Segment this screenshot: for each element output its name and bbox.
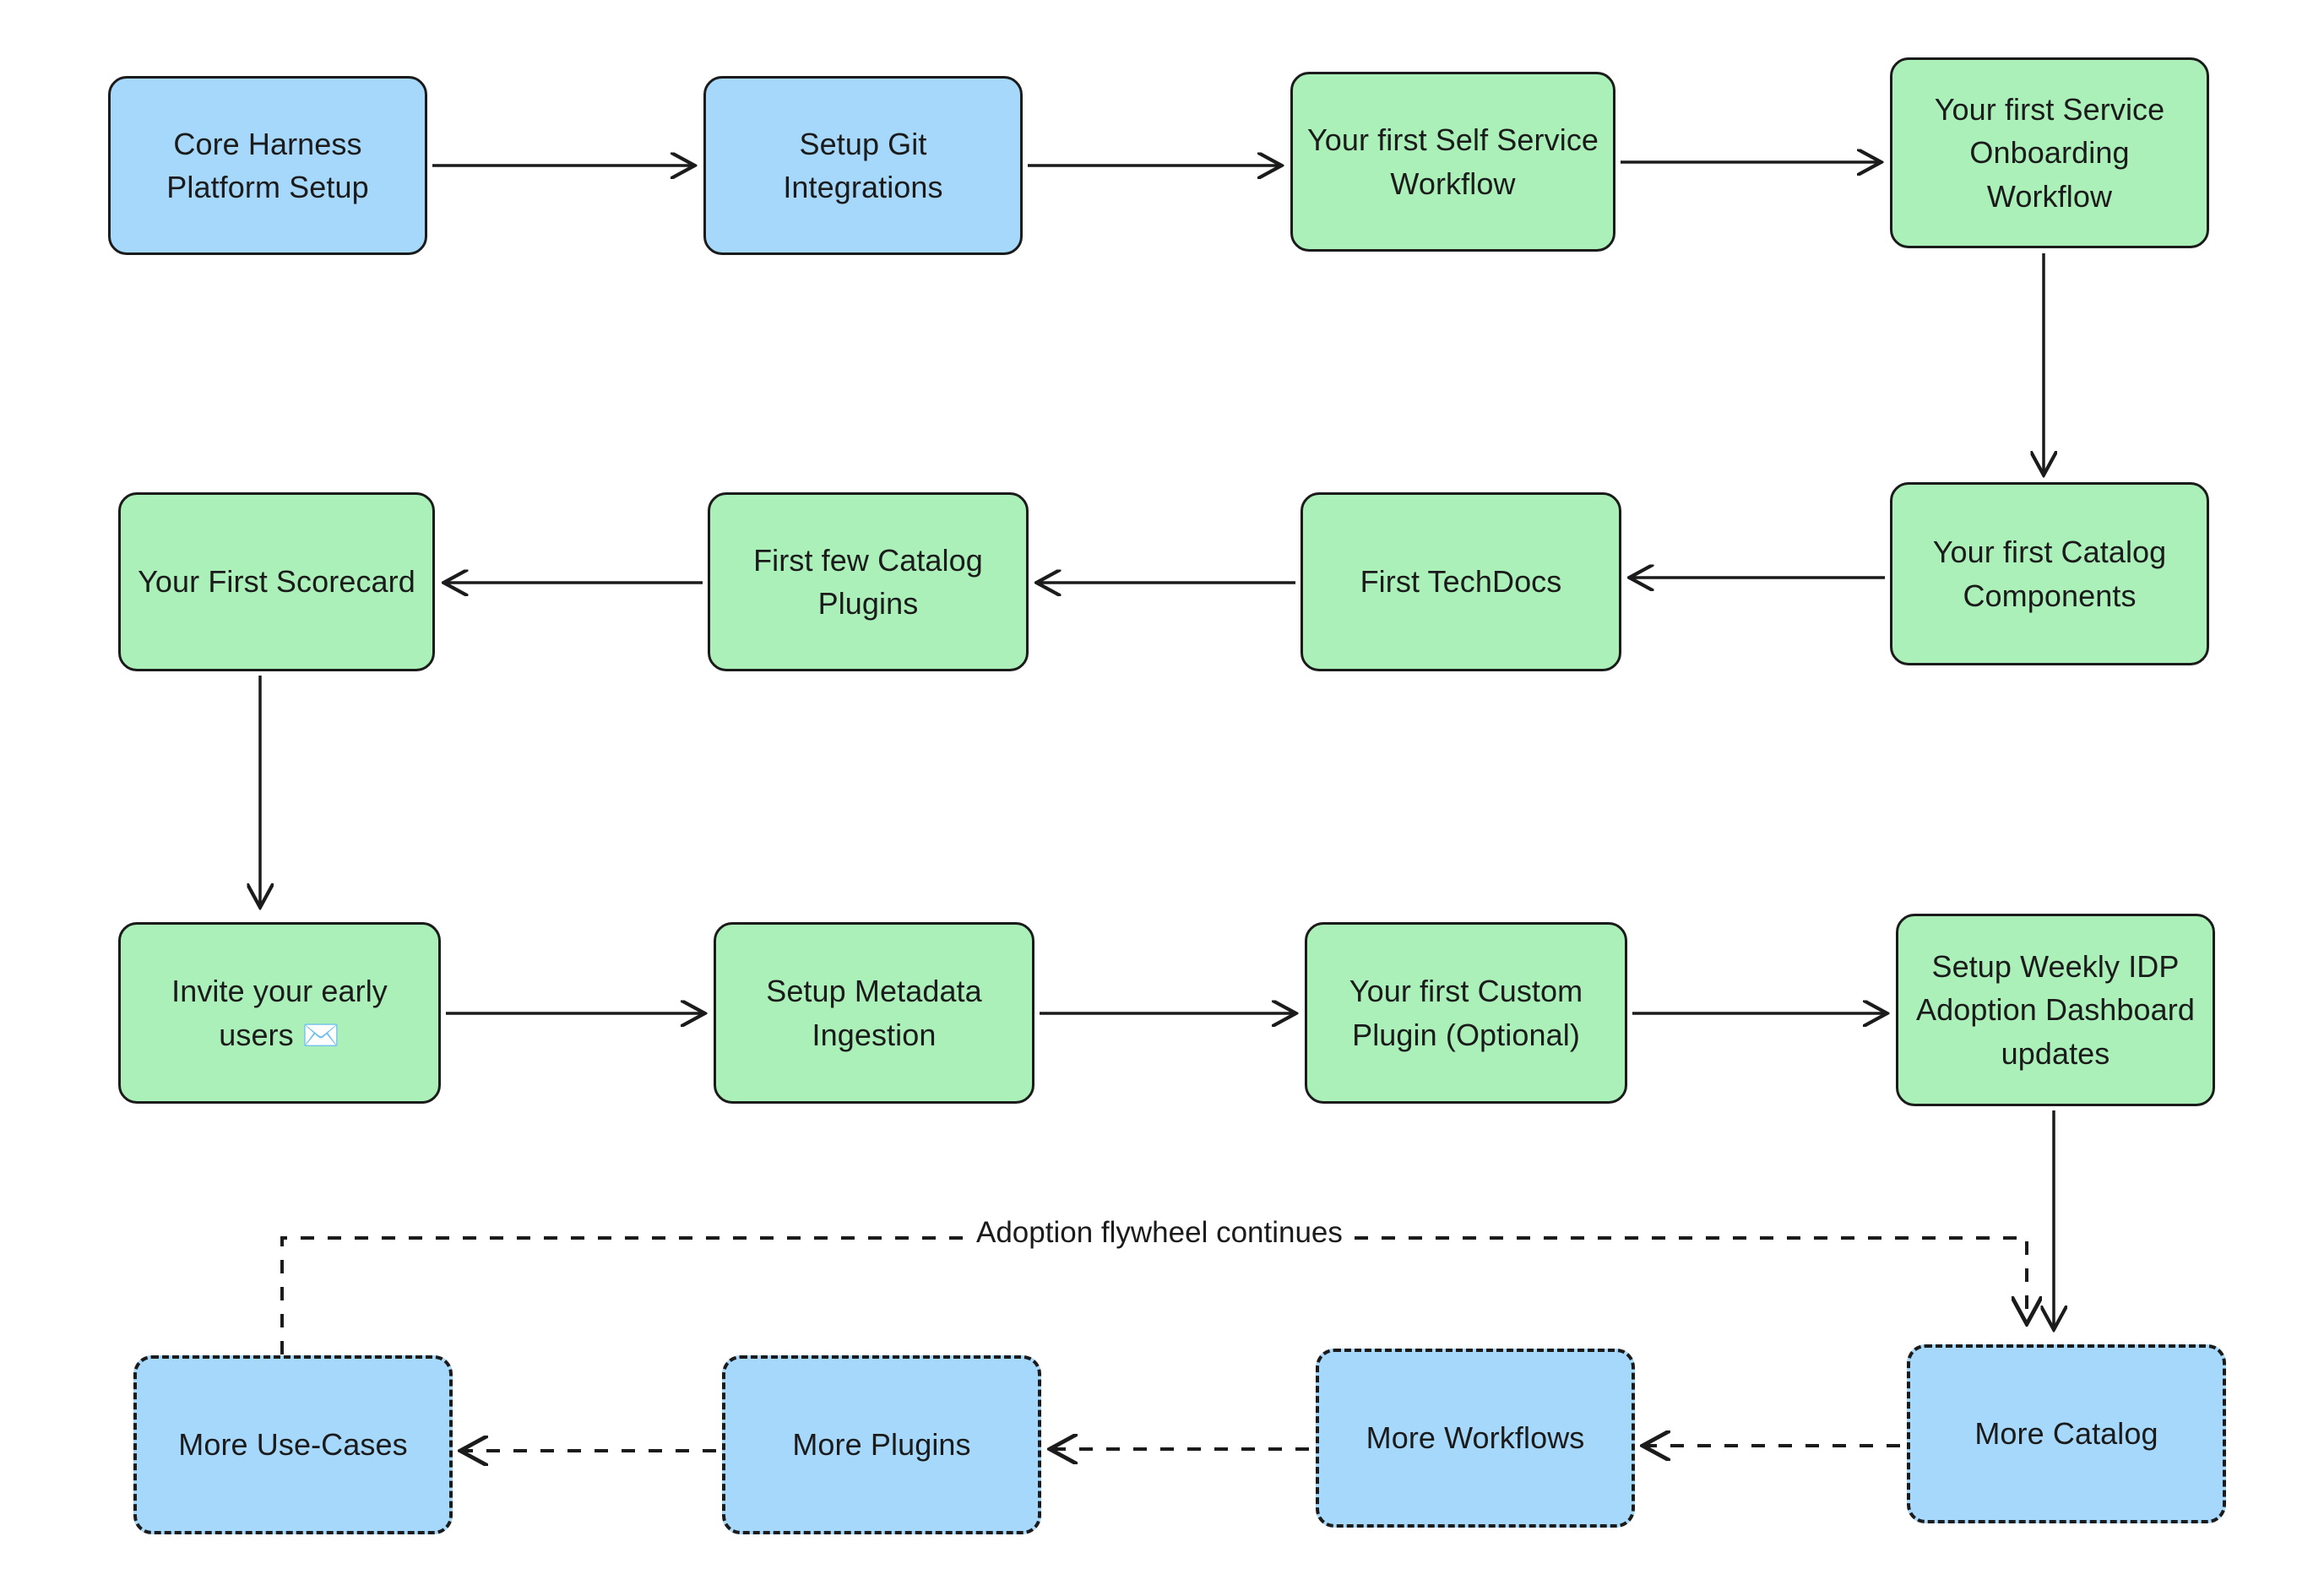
node-label: Setup Metadata Ingestion xyxy=(766,974,982,1052)
edge-label-adoption-flywheel-continues: Adoption flywheel continues xyxy=(964,1216,1355,1249)
edge-flywheel-loop xyxy=(280,1236,2027,1354)
node-label: Your first Service Onboarding Workflow xyxy=(1934,92,2165,214)
node-your-first-service-onboarding-workflow[interactable]: Your first Service Onboarding Workflow xyxy=(1890,57,2209,248)
node-your-first-scorecard[interactable]: Your First Scorecard xyxy=(118,492,435,671)
node-label: More Use-Cases xyxy=(178,1427,408,1463)
node-label: More Workflows xyxy=(1366,1420,1585,1456)
node-setup-weekly-idp-adoption-dashboard-updates[interactable]: Setup Weekly IDP Adoption Dashboard upda… xyxy=(1896,914,2215,1106)
node-label: Setup Git Integrations xyxy=(783,126,943,204)
node-setup-metadata-ingestion[interactable]: Setup Metadata Ingestion xyxy=(714,922,1034,1104)
node-label: More Plugins xyxy=(792,1427,971,1463)
node-core-harness-platform-setup[interactable]: Core Harness Platform Setup xyxy=(108,76,427,255)
node-first-techdocs[interactable]: First TechDocs xyxy=(1300,492,1621,671)
node-invite-your-early-users[interactable]: Invite your early users ✉️ xyxy=(118,922,441,1104)
node-more-plugins[interactable]: More Plugins xyxy=(722,1355,1041,1534)
node-label: Your first Custom Plugin (Optional) xyxy=(1349,974,1583,1052)
node-your-first-custom-plugin[interactable]: Your first Custom Plugin (Optional) xyxy=(1305,922,1627,1104)
node-more-catalog[interactable]: More Catalog xyxy=(1907,1344,2226,1523)
node-first-few-catalog-plugins[interactable]: First few Catalog Plugins xyxy=(708,492,1029,671)
node-label: First TechDocs xyxy=(1360,564,1562,600)
node-label: First few Catalog Plugins xyxy=(753,542,983,621)
node-more-use-cases[interactable]: More Use-Cases xyxy=(133,1355,453,1534)
node-label: More Catalog xyxy=(1974,1416,2158,1452)
node-label: Core Harness Platform Setup xyxy=(166,126,369,204)
node-label: Your First Scorecard xyxy=(138,564,415,600)
node-your-first-catalog-components[interactable]: Your first Catalog Components xyxy=(1890,482,2209,665)
node-label: Setup Weekly IDP Adoption Dashboard upda… xyxy=(1915,949,2196,1071)
node-your-first-self-service-workflow[interactable]: Your first Self Service Workflow xyxy=(1290,72,1615,252)
node-setup-git-integrations[interactable]: Setup Git Integrations xyxy=(703,76,1023,255)
node-label: Invite your early users ✉️ xyxy=(171,974,388,1052)
node-more-workflows[interactable]: More Workflows xyxy=(1316,1349,1635,1528)
node-label: Your first Self Service Workflow xyxy=(1306,122,1599,201)
node-label: Your first Catalog Components xyxy=(1932,535,2167,613)
